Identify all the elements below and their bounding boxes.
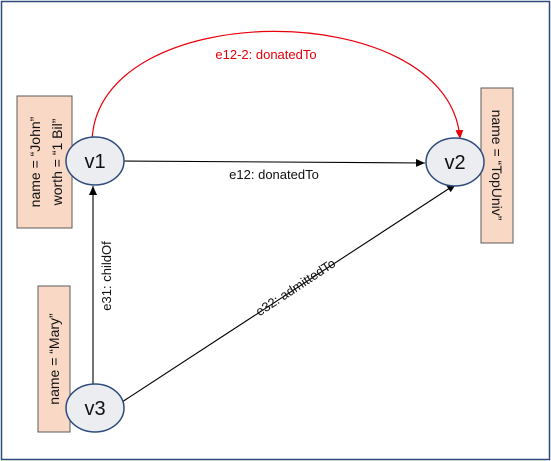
edge-e12-line	[123, 158, 426, 167]
edge-label-e12: e12: donatedTo	[229, 167, 319, 182]
property-box-v3: name = “Mary”	[37, 285, 71, 433]
property-box-v1: name = “John” worth = “1 Bil”	[16, 95, 73, 229]
node-v2: v2	[425, 137, 485, 187]
property-box-v2: name = “TopUniv”	[480, 87, 514, 244]
property-v2-name: name = “TopUniv”	[489, 110, 505, 221]
edge-e12-2-curve	[91, 30, 464, 143]
node-v3: v3	[65, 383, 125, 433]
edge-label-e12-2: e12-2: donatedTo	[215, 47, 316, 62]
node-v3-label: v3	[84, 398, 105, 420]
property-v3-name: name = “Mary”	[46, 313, 62, 405]
edge-e32-line	[121, 183, 457, 403]
edge-label-e31: e31: childOf	[99, 241, 114, 311]
property-v1-name: name = “John”	[27, 116, 43, 207]
node-v2-label: v2	[444, 152, 465, 174]
property-v1-worth: worth = “1 Bil”	[49, 118, 65, 206]
node-v1: v1	[65, 136, 125, 186]
node-v1-label: v1	[84, 151, 105, 173]
